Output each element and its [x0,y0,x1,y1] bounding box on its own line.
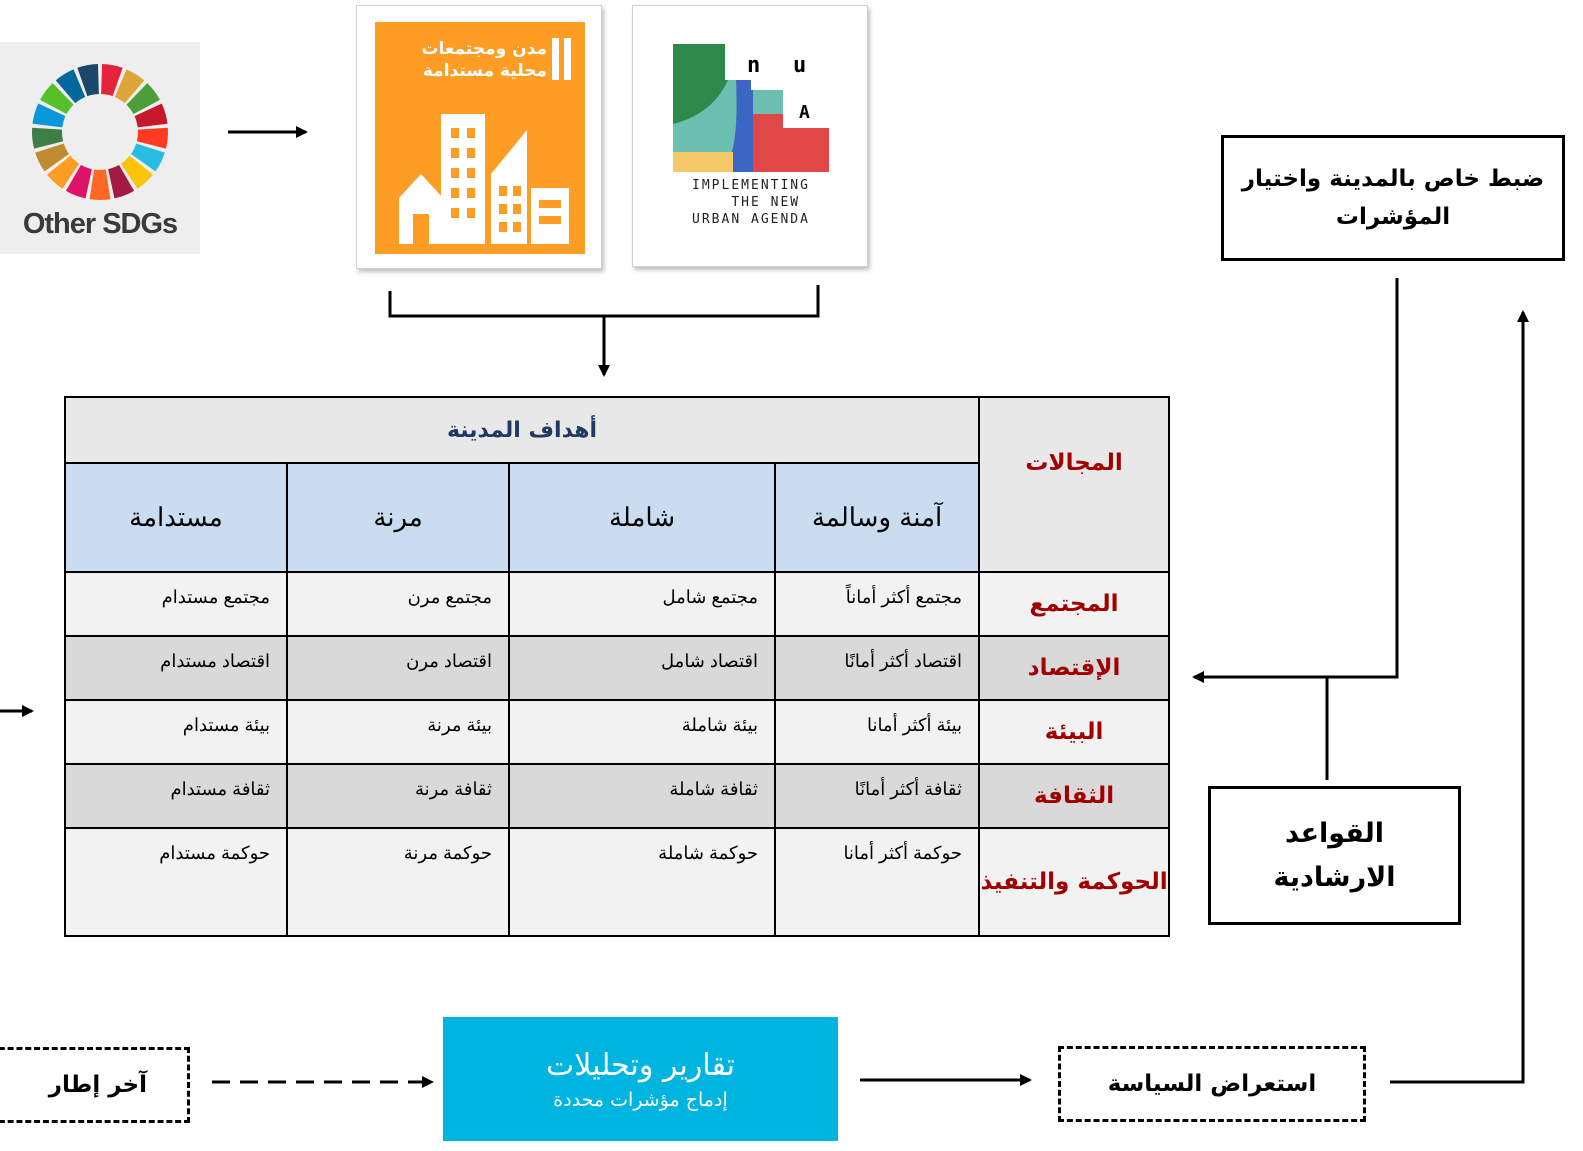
city-buildings-icon [399,114,569,244]
goals-header: أهداف المدينة [63,396,981,464]
goal-cell: مجتمع شامل [508,571,777,637]
domain-cell: الحوكمة والتنفيذ [978,827,1171,937]
goal-cell: بيئة مستدام [63,699,289,765]
sdg-wheel-segment [55,69,86,104]
domains-header: المجالات [978,396,1171,573]
goal-cell: مجتمع أكثر أماناً [774,571,981,637]
sdg-label: Other SDGs [22,208,178,240]
nua-letter-u: u [793,53,806,78]
policy-review-text: استعراض السياسة [1107,1071,1317,1097]
sdg-wheel-segment [32,127,64,149]
reports-box: تقارير وتحليلات إدماج مؤشرات محددة [443,1017,838,1141]
bracket-tiles [388,285,820,318]
line-policy-to-city [1390,310,1529,1084]
sdg-wheel-segment [126,83,160,115]
goal-cell: بيئة شاملة [508,699,777,765]
goal-cell: حوكمة مرنة [286,827,511,937]
guidelines-text: القواعد الارشادية [1273,817,1396,893]
goal-cell: اقتصاد مرن [286,635,511,701]
goal-cell: ثقافة شاملة [508,763,777,829]
sdg-wheel-segment [134,103,168,128]
sdg-wheel-segment [65,164,92,199]
sdg-wheel-segment [77,64,99,97]
sdg-wheel-segment [40,83,74,115]
nua-logo-icon: n u A [673,44,829,172]
reports-title: تقارير وتحليلات [546,1047,735,1083]
sdg11-orange-panel: مدن ومجتمعات محلية مستدامة [375,22,585,254]
domain-cell: البيئة [978,699,1171,765]
goal-cell: مجتمع مستدام [63,571,289,637]
domain-cell: الإقتصاد [978,635,1171,701]
sdg-wheel-card: Other SDGs [0,42,200,254]
line-city-to-table [1192,278,1399,683]
sdg-wheel-segment [130,143,165,172]
city-goals-table: المجالات أهداف المدينة آمنة وسالمة شاملة… [63,396,1171,937]
domain-cell: المجتمع [978,571,1171,637]
other-framework-text: آخر إطار [48,1072,147,1098]
goal-cell: حوكمة مستدام [63,827,289,937]
city-setting-box: ضبط خاص بالمدينة واختيار المؤشرات [1221,135,1565,261]
sdg-wheel-segment [32,103,66,128]
nua-letter-a: A [799,102,810,123]
goal-cell: بيئة أكثر أمانا [774,699,981,765]
nua-caption: IMPLEMENTING THE NEW URBAN AGENDA [692,178,810,227]
other-framework-box: آخر إطار [0,1047,190,1123]
goal-cell: ثقافة أكثر أمانًا [774,763,981,829]
nua-letter-n: n [747,53,760,78]
goal-cell: ثقافة مستدام [63,763,289,829]
goal-cell: بيئة مرنة [286,699,511,765]
goal-cell: حوكمة أكثر أمانا [774,827,981,937]
goal-cell: ثقافة مرنة [286,763,511,829]
sdg-wheel-segment [108,164,135,199]
goal-cell: اقتصاد شامل [508,635,777,701]
goal-cell: حوكمة شاملة [508,827,777,937]
sdg11-tile: مدن ومجتمعات محلية مستدامة [356,5,602,269]
policy-review-box: استعراض السياسة [1058,1046,1366,1122]
reports-subtitle: إدماج مؤشرات محددة [553,1088,728,1111]
goal-header-inclusive: شاملة [508,462,777,573]
goal-cell: اقتصاد مستدام [63,635,289,701]
sdg-wheel-icon [32,64,168,200]
domain-cell: الثقافة [978,763,1171,829]
sdg-wheel-segment [35,143,70,172]
goal-header-sustainable: مستدامة [63,462,289,573]
goal-cell: مجتمع مرن [286,571,511,637]
guidelines-box: القواعد الارشادية [1208,786,1461,925]
sdg11-title: مدن ومجتمعات محلية مستدامة [421,39,547,81]
sdg-wheel-segment [120,155,154,189]
city-setting-text: ضبط خاص بالمدينة واختيار المؤشرات [1241,166,1545,230]
goal-cell: اقتصاد أكثر أمانًا [774,635,981,701]
goal-header-safe: آمنة وسالمة [774,462,981,573]
sdg-wheel-segment [46,155,80,189]
sdg-wheel-segment [114,69,145,104]
sdg-wheel-segment [101,64,123,97]
nua-tile: n u A IMPLEMENTING THE NEW URBAN AGENDA [632,5,868,267]
goal-header-resilient: مرنة [286,462,511,573]
sdg-wheel-segment [136,127,168,149]
sdg-wheel-segment [89,169,111,200]
sdg11-number-icon [552,38,571,80]
